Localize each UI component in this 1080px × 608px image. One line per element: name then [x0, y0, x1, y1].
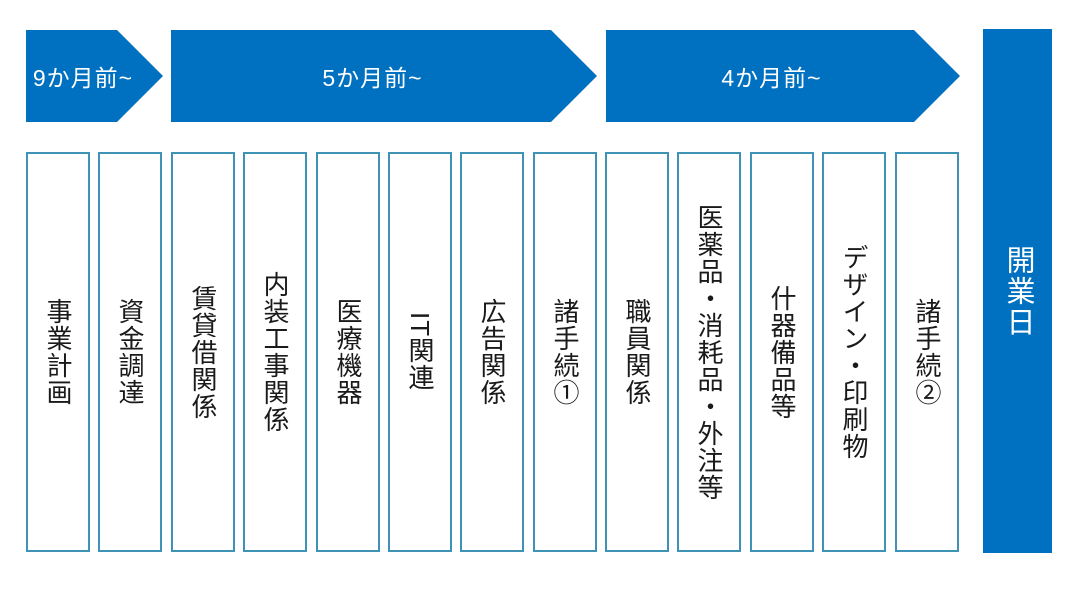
- task-advertising-label: 広告関係: [477, 298, 507, 406]
- task-advertising: 広告関係: [460, 152, 524, 552]
- opening-day-banner: 開業日: [983, 29, 1052, 553]
- task-business-plan-label: 事業計画: [43, 298, 73, 406]
- task-procedures-2-label: 諸手続②: [912, 298, 942, 406]
- phase-arrow-4-months-label: 4か月前~: [721, 65, 822, 91]
- task-procedures-1-label: 諸手続①: [550, 298, 580, 406]
- task-lease: 賃貸借関係: [171, 152, 235, 552]
- task-staff: 職員関係: [605, 152, 669, 552]
- task-fixtures-label: 什器備品等: [767, 284, 797, 420]
- task-business-plan: 事業計画: [26, 152, 90, 552]
- task-fundraising-label: 資金調達: [115, 298, 145, 406]
- opening-day-label: 開業日: [1002, 244, 1034, 338]
- task-lease-label: 賃貸借関係: [188, 284, 218, 420]
- task-interior-construction-label: 内装工事関係: [260, 271, 290, 433]
- task-interior-construction: 内装工事関係: [243, 152, 307, 552]
- phase-arrow-5-months: 5か月前~: [171, 30, 597, 122]
- task-procedures-2: 諸手続②: [895, 152, 959, 552]
- task-procedures-1: 諸手続①: [533, 152, 597, 552]
- phase-arrow-9-months-label: 9か月前~: [32, 65, 134, 91]
- task-staff-label: 職員関係: [622, 298, 652, 406]
- task-pharmaceuticals-consumables: 医薬品・消耗品・外注等: [677, 152, 741, 552]
- task-fixtures: 什器備品等: [750, 152, 814, 552]
- task-fundraising: 資金調達: [98, 152, 162, 552]
- task-it: IT関連: [388, 152, 452, 552]
- phase-arrow-9-months: 9か月前~: [26, 30, 163, 122]
- task-design-printing: デザイン・印刷物: [822, 152, 886, 552]
- task-medical-equipment-label: 医療機器: [333, 298, 363, 406]
- task-it-label: IT関連: [405, 312, 435, 392]
- phase-arrow-4-months: 4か月前~: [606, 30, 960, 122]
- task-pharmaceuticals-consumables-label: 医薬品・消耗品・外注等: [694, 203, 724, 501]
- phase-arrow-5-months-label: 5か月前~: [322, 65, 423, 91]
- task-medical-equipment: 医療機器: [316, 152, 380, 552]
- task-design-printing-label: デザイン・印刷物: [839, 244, 869, 460]
